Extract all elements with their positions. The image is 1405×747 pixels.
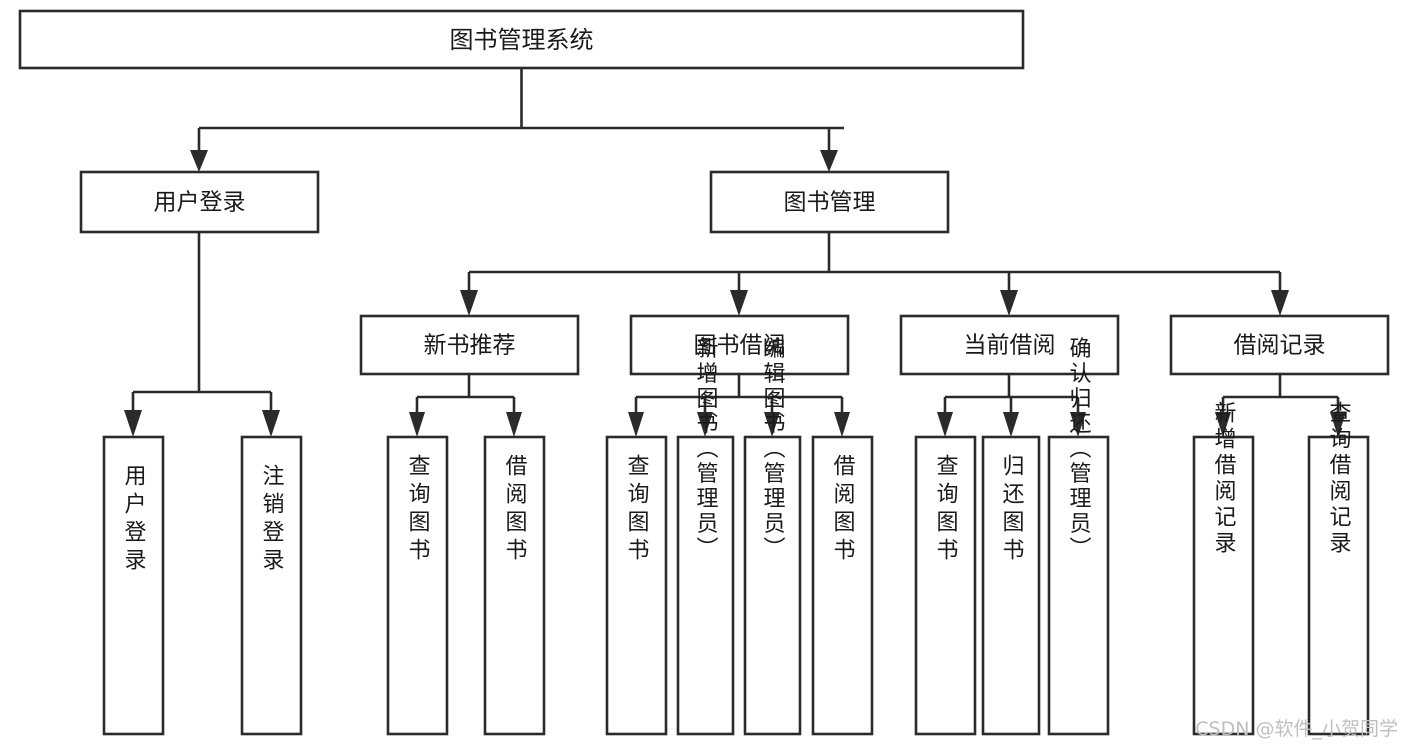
leaf-query-borrow-record[interactable]: 查询借阅记录 bbox=[1307, 401, 1370, 736]
connector-layer bbox=[124, 68, 1346, 437]
node-user-login-box[interactable] bbox=[79, 170, 320, 234]
watermark-label: CSDN @软件_小贺同学 bbox=[1195, 718, 1398, 740]
leaf-add-borrow-record-label: 新增借阅记录 bbox=[1211, 401, 1237, 557]
node-new-book-recommend-box[interactable] bbox=[359, 314, 580, 376]
node-book-borrow[interactable]: 图书借阅 bbox=[629, 314, 850, 376]
leaf-confirm-return-admin-label: 确认归还（管理员） bbox=[1066, 337, 1092, 562]
leaf-logout[interactable]: 注销登录 bbox=[240, 435, 303, 736]
node-new-book-recommend[interactable]: 新书推荐 bbox=[359, 314, 580, 376]
node-book-management-label: 图书管理 bbox=[784, 190, 876, 216]
arrow-book-borrow-leaf-2 bbox=[697, 412, 713, 437]
leaf-current-query-book-box[interactable] bbox=[914, 435, 977, 736]
node-borrow-record[interactable]: 借阅记录 bbox=[1169, 314, 1390, 376]
node-user-login-label: 用户登录 bbox=[154, 190, 246, 216]
node-current-borrow-box[interactable] bbox=[899, 314, 1120, 376]
leaf-borrow-query-book-label: 查询图书 bbox=[624, 454, 650, 566]
node-root[interactable]: 图书管理系统 bbox=[18, 9, 1025, 70]
node-borrow-record-box[interactable] bbox=[1169, 314, 1390, 376]
node-book-management[interactable]: 图书管理 bbox=[709, 170, 950, 234]
node-book-management-box[interactable] bbox=[709, 170, 950, 234]
arrow-new-book-leaf-1 bbox=[409, 412, 425, 437]
leaf-borrow-book-box[interactable] bbox=[811, 435, 874, 736]
leaf-user-login[interactable]: 用户登录 bbox=[102, 435, 165, 736]
arrow-root-to-book-mgmt bbox=[820, 150, 838, 172]
leaf-add-borrow-record-box[interactable] bbox=[1192, 435, 1255, 736]
leaf-logout-label: 注销登录 bbox=[259, 464, 285, 576]
leaf-add-book-admin-box[interactable] bbox=[676, 435, 735, 736]
node-root-label: 图书管理系统 bbox=[450, 26, 594, 54]
leaf-return-book[interactable]: 归还图书 bbox=[981, 435, 1041, 736]
leaf-current-query-book[interactable]: 查询图书 bbox=[914, 435, 977, 736]
leaf-new-book-query-box[interactable] bbox=[386, 435, 449, 736]
arrow-to-book-borrow bbox=[730, 290, 748, 316]
leaf-add-borrow-record[interactable]: 新增借阅记录 bbox=[1192, 401, 1255, 736]
leaf-new-book-borrow-label: 借阅图书 bbox=[502, 454, 528, 566]
leaf-new-book-borrow-box[interactable] bbox=[483, 435, 546, 736]
arrow-to-leaf-logout bbox=[262, 410, 280, 437]
leaf-user-login-label: 用户登录 bbox=[121, 464, 147, 576]
leaf-logout-box[interactable] bbox=[240, 435, 303, 736]
leaf-return-book-box[interactable] bbox=[981, 435, 1041, 736]
leaf-edit-book-admin[interactable]: 编辑图书（管理员） bbox=[743, 337, 802, 736]
leaf-user-login-box[interactable] bbox=[102, 435, 165, 736]
leaf-query-borrow-record-box[interactable] bbox=[1307, 435, 1370, 736]
leaf-edit-book-admin-box[interactable] bbox=[743, 435, 802, 736]
arrow-root-to-user-login bbox=[190, 150, 208, 172]
leaf-add-book-admin[interactable]: 新增图书（管理员） bbox=[676, 337, 735, 736]
arrow-new-book-leaf-2 bbox=[506, 412, 522, 437]
leaf-query-borrow-record-label: 查询借阅记录 bbox=[1326, 401, 1352, 557]
node-root-box[interactable] bbox=[18, 9, 1025, 70]
arrow-to-new-book-recommend bbox=[460, 290, 478, 316]
leaf-borrow-book[interactable]: 借阅图书 bbox=[811, 435, 874, 736]
arrow-book-borrow-leaf-1 bbox=[628, 412, 644, 437]
arrow-to-current-borrow bbox=[1000, 290, 1018, 316]
leaf-borrow-query-book-box[interactable] bbox=[605, 435, 668, 736]
arrow-borrow-record-leaf-2 bbox=[1330, 412, 1346, 437]
leaf-new-book-query-label: 查询图书 bbox=[405, 454, 431, 566]
node-borrow-record-label: 借阅记录 bbox=[1234, 333, 1326, 359]
node-current-borrow-label: 当前借阅 bbox=[964, 333, 1056, 359]
arrow-book-borrow-leaf-3 bbox=[764, 412, 780, 437]
leaf-current-query-book-label: 查询图书 bbox=[933, 454, 959, 566]
leaf-borrow-query-book[interactable]: 查询图书 bbox=[605, 435, 668, 736]
node-book-borrow-box[interactable] bbox=[629, 314, 850, 376]
leaf-edit-book-admin-label: 编辑图书（管理员） bbox=[760, 337, 786, 562]
arrow-book-borrow-leaf-4 bbox=[834, 412, 850, 437]
leaf-new-book-borrow[interactable]: 借阅图书 bbox=[483, 435, 546, 736]
node-user-login[interactable]: 用户登录 bbox=[79, 170, 320, 234]
leaf-add-book-admin-label: 新增图书（管理员） bbox=[693, 337, 719, 562]
leaf-new-book-query[interactable]: 查询图书 bbox=[386, 435, 449, 736]
leaf-confirm-return-admin[interactable]: 确认归还（管理员） bbox=[1047, 337, 1110, 736]
arrow-to-leaf-user-login bbox=[124, 410, 142, 437]
arrow-to-borrow-record bbox=[1271, 290, 1289, 316]
node-book-borrow-label: 图书借阅 bbox=[694, 333, 786, 359]
leaf-return-book-label: 归还图书 bbox=[999, 454, 1025, 566]
node-new-book-recommend-label: 新书推荐 bbox=[424, 333, 516, 359]
arrow-current-borrow-leaf-3 bbox=[1070, 412, 1086, 437]
node-current-borrow[interactable]: 当前借阅 bbox=[899, 314, 1120, 376]
arrow-current-borrow-leaf-2 bbox=[1003, 412, 1019, 437]
leaf-confirm-return-admin-box[interactable] bbox=[1047, 435, 1110, 736]
arrow-borrow-record-leaf-1 bbox=[1215, 412, 1231, 437]
leaf-borrow-book-label: 借阅图书 bbox=[830, 454, 856, 566]
arrow-current-borrow-leaf-1 bbox=[937, 412, 953, 437]
